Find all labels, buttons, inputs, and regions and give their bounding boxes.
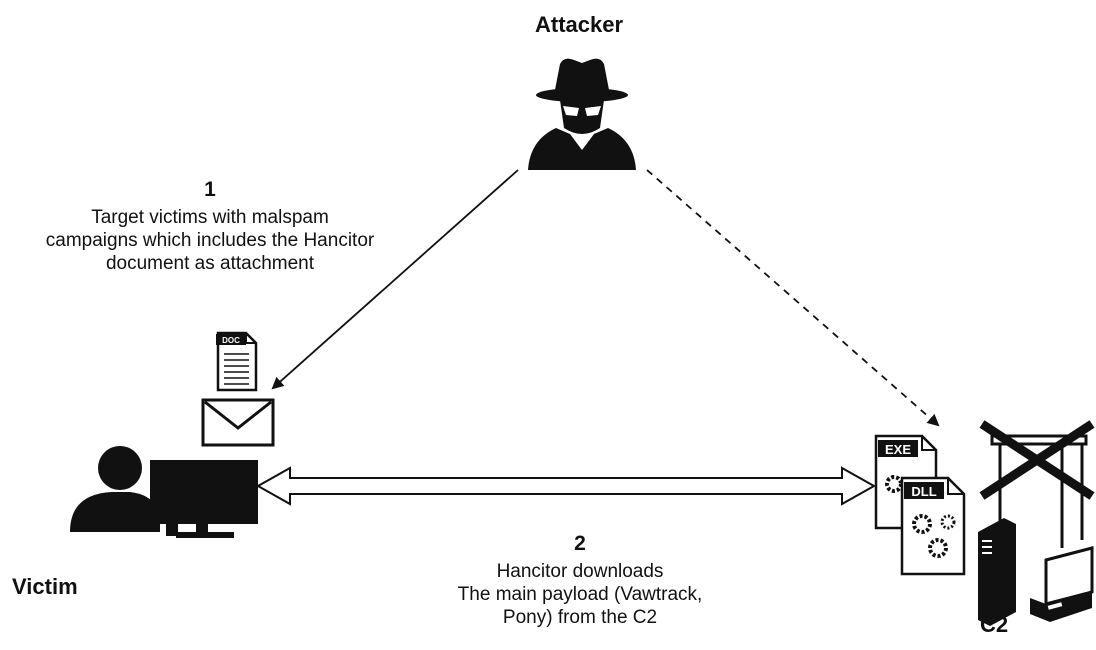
step-1-line: campaigns which includes the Hancitor: [45, 230, 375, 251]
victim-label: Victim: [12, 574, 78, 599]
c2-dashed-arrow: [646, 169, 940, 427]
step-1-line: Target victims with malspam: [91, 207, 329, 228]
step-2-line: Pony) from the C2: [502, 607, 658, 628]
spy-glasses: [563, 106, 601, 116]
step-2-description: Hancitor downloads The main payload (Vaw…: [410, 560, 750, 629]
step-2-line: The main payload (Vawtrack,: [457, 584, 703, 605]
dll-file-icon: [900, 476, 966, 576]
doc-file-icon: [216, 331, 258, 392]
step-1-line: document as attachment: [105, 253, 315, 274]
step-1-description: Target victims with malspam campaigns wh…: [0, 206, 420, 275]
spy-icon: [528, 58, 636, 170]
envelope-icon: [201, 398, 275, 447]
attacker-label: Attacker: [535, 12, 624, 37]
user-computer-icon: [70, 446, 258, 538]
attack-arrow: [271, 169, 519, 390]
dll-file-label: DLL: [911, 484, 936, 499]
doc-file-label: DOC: [222, 336, 240, 345]
step-2-line: Hancitor downloads: [496, 561, 664, 582]
step-2-number: 2: [574, 532, 586, 555]
download-double-arrow: [255, 466, 877, 506]
exe-file-label: EXE: [885, 442, 911, 457]
server-network-icon: [978, 420, 1095, 626]
step-1-number: 1: [204, 178, 216, 201]
